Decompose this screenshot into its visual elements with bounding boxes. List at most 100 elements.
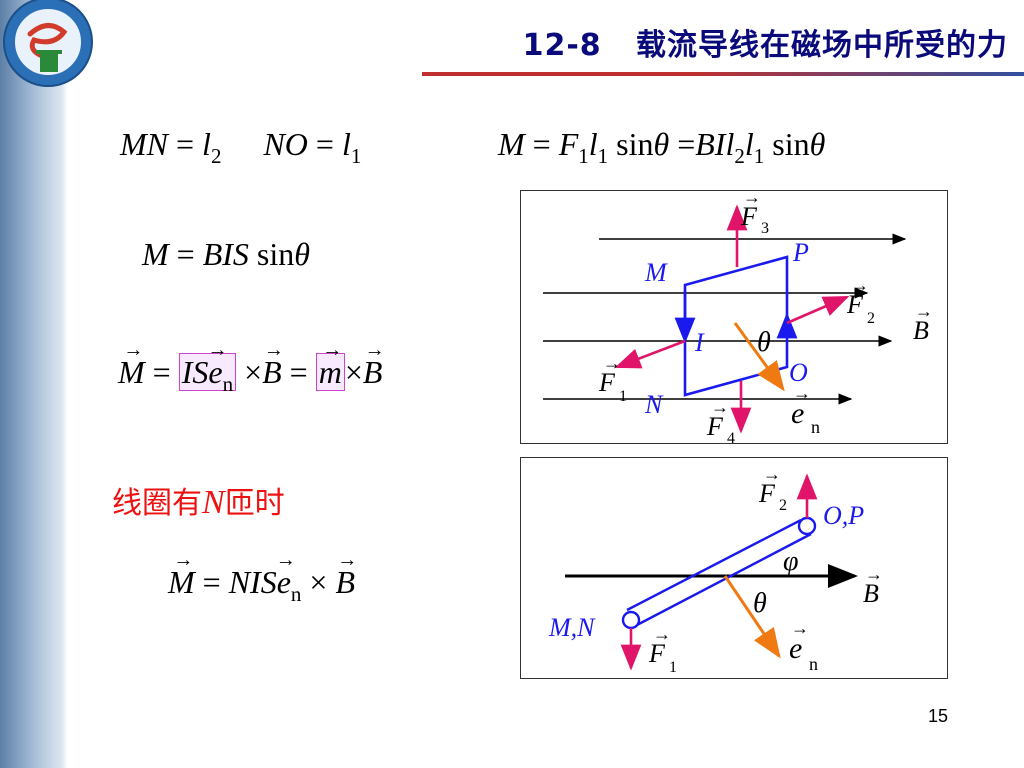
label-f2-sub: 2 — [779, 497, 787, 514]
length-definitions-equation: MN = l2 NO = l1 — [120, 126, 362, 168]
torque-vector: M — [168, 566, 195, 598]
current-loop — [683, 255, 789, 397]
note-suffix: 匝时 — [224, 486, 285, 521]
field-vector-2: B — [363, 356, 383, 388]
loop-edge-upper — [626, 518, 802, 612]
label-f1-arrow: → — [653, 624, 671, 644]
label-en-sub: n — [811, 417, 820, 437]
label-o: O — [789, 358, 808, 387]
label-en-sub: n — [809, 654, 818, 674]
label-n: N — [644, 390, 664, 419]
moment-vector: m — [319, 356, 342, 388]
torque-symbol: M — [498, 126, 525, 162]
moment-vector-highlight: m — [315, 353, 345, 391]
normal-vector: e — [277, 566, 291, 598]
magnetic-moment-highlight: ISen — [178, 353, 237, 395]
torque-bis-equation: M = BIS sinθ — [142, 236, 310, 272]
label-f2: F — [846, 290, 864, 319]
label-b: B — [863, 579, 879, 608]
normal-en-arrow — [723, 575, 781, 659]
normal-en-arrow — [733, 322, 785, 392]
label-p: P — [792, 238, 809, 267]
label-f4-arrow: → — [711, 397, 729, 417]
university-emblem-icon — [3, 0, 93, 87]
loop-side-view-diagram: F → 2 O,P φ B → θ M,N F → 1 e → n — [520, 457, 948, 679]
note-prefix: 线圈有 — [112, 486, 202, 521]
label-b-arrow: → — [915, 301, 933, 321]
field-symbol: B — [695, 126, 715, 162]
arm-length-symbol: l — [744, 126, 754, 162]
label-f1: F — [648, 639, 666, 668]
label-theta: θ — [757, 327, 771, 358]
arm-subscript: 1 — [597, 144, 609, 168]
label-en: e — [791, 397, 804, 430]
label-f4-sub: 4 — [727, 430, 735, 443]
label-f3: F — [740, 202, 758, 231]
label-f2-arrow: → — [763, 464, 781, 484]
wire-mn-cross-section — [621, 610, 641, 630]
l1-symbol: l — [341, 126, 351, 162]
label-i: I — [694, 328, 705, 357]
label-f1-arrow: → — [603, 353, 621, 373]
current-symbol: I — [714, 126, 726, 162]
force-f2-arrow — [786, 295, 850, 325]
label-f3-arrow: → — [743, 191, 761, 207]
label-en-arrow: → — [793, 383, 811, 403]
normal-subscript: n — [222, 372, 234, 396]
label-f1: F — [598, 368, 616, 397]
label-f2-arrow: → — [851, 275, 869, 295]
label-theta: θ — [753, 588, 767, 619]
sin-function-2: sin — [772, 126, 810, 162]
side-length-subscript: 2 — [734, 144, 745, 168]
label-f1-sub: 1 — [669, 659, 677, 676]
loop-perspective-diagram: F → 3 P M F → 2 B → I θ O F → 1 N e → n … — [520, 187, 948, 447]
normal-subscript: n — [290, 582, 302, 606]
field-lines — [543, 233, 907, 405]
side-length-symbol: l — [725, 126, 735, 162]
arm-symbol: l — [588, 126, 598, 162]
label-f1-sub: 1 — [619, 388, 627, 405]
normal-vector: e — [208, 356, 222, 388]
slide-title: 12-8 载流导线在磁场中所受的力 — [522, 28, 1008, 63]
force-f1-arrow — [614, 339, 686, 369]
label-f2-sub: 2 — [867, 310, 875, 327]
note-n-symbol: N — [202, 484, 225, 521]
label-m: M — [644, 258, 668, 287]
sin-function: sin — [256, 236, 295, 272]
bis-product: BIS — [202, 236, 249, 272]
label-en: e — [789, 632, 802, 665]
page-number: 15 — [928, 706, 949, 726]
label-b: B — [913, 316, 929, 345]
wire-op-cross-section — [797, 516, 817, 536]
force-symbol: F — [558, 126, 579, 162]
label-phi: φ — [783, 546, 799, 577]
torque-vector: M — [118, 356, 145, 388]
n-turns-note: 线圈有N匝时 — [112, 478, 285, 522]
l1-subscript: 1 — [350, 144, 362, 168]
label-op: O,P — [823, 501, 864, 530]
theta-symbol: θ — [294, 236, 310, 272]
label-en-arrow: → — [791, 618, 809, 638]
arm-length-subscript: 1 — [753, 144, 765, 168]
label-f2: F — [758, 479, 776, 508]
torque-symbol: M — [142, 236, 169, 272]
loop-edge-view — [621, 516, 817, 630]
is-product: IS — [181, 354, 209, 390]
label-b-arrow: → — [865, 564, 883, 584]
slide-sidebar-band — [0, 0, 68, 768]
label-f4: F — [706, 412, 724, 441]
theta-symbol: θ — [653, 126, 670, 162]
no-segment: NO — [263, 126, 308, 162]
label-f3-sub: 3 — [761, 220, 769, 237]
torque-n-turns-equation: M = NISen × B — [168, 566, 355, 605]
torque-force-equation: M = F1l1 sinθ =BIl2l1 sinθ — [498, 126, 826, 168]
l2-subscript: 2 — [210, 144, 222, 168]
mn-segment: MN — [120, 126, 168, 162]
force-subscript: 1 — [578, 144, 589, 168]
title-underline — [422, 72, 1024, 76]
field-vector: B — [335, 566, 355, 598]
loop-edge-lower — [634, 532, 812, 628]
nis-product: NIS — [228, 564, 277, 600]
torque-vector-equation: M = ISen ×B = m×B — [118, 353, 383, 395]
field-vector: B — [262, 356, 282, 388]
